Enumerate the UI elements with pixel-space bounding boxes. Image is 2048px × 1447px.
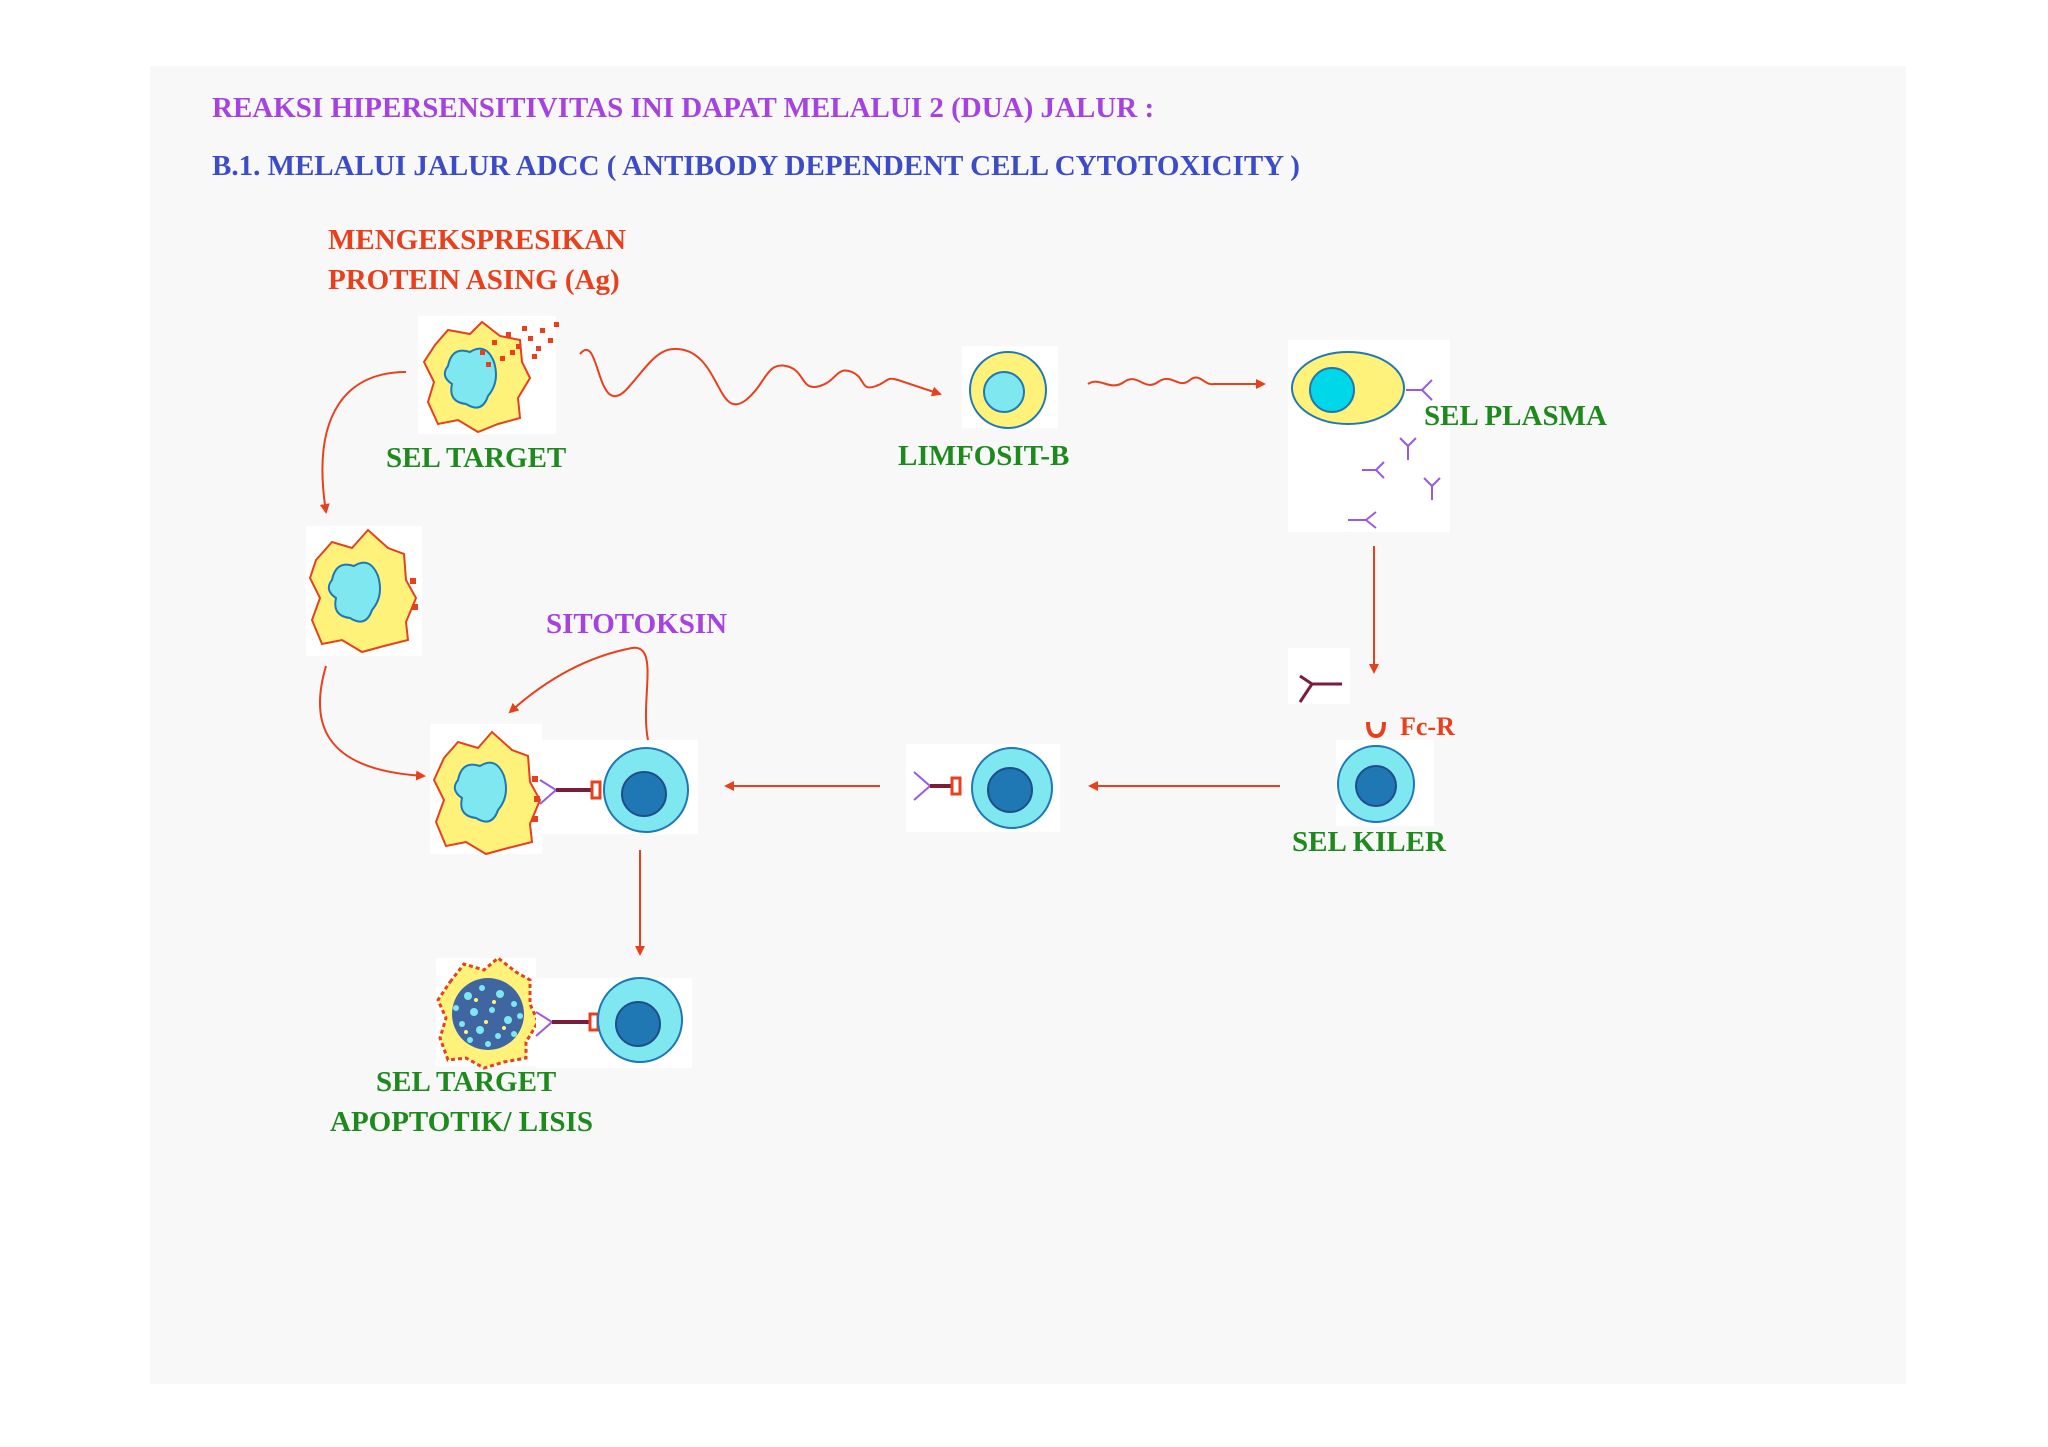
arrow-target-to-complex	[319, 665, 426, 781]
fragmented-nucleus	[452, 978, 524, 1050]
lysed-target-label-line-1: SEL TARGET	[376, 1066, 557, 1098]
plasma-cell-label: SEL PLASMA	[1424, 400, 1607, 432]
header-line-1: REAKSI HIPERSENSITIVITAS INI DAPAT MELAL…	[212, 92, 1155, 124]
killer-cell	[1336, 740, 1434, 826]
b-lymphocyte-cell	[962, 346, 1058, 429]
b-lymphocyte-label: LIMFOSIT-B	[898, 440, 1070, 472]
target-cell-top	[418, 316, 559, 434]
antigen-label-line-2: PROTEIN ASING (Ag)	[328, 264, 620, 296]
fc-receptor-label: Fc-R	[1400, 712, 1455, 741]
antigen-label-line-1: MENGEKSPRESIKAN	[328, 224, 627, 256]
antigen-particles	[480, 322, 559, 367]
lysed-target-complex	[436, 956, 692, 1070]
target-killer-complex	[430, 724, 698, 856]
header-line-2: B.1. MELALUI JALUR ADCC ( ANTIBODY DEPEN…	[212, 150, 1300, 182]
lysed-target-label-line-2: APOPTOTIK/ LISIS	[330, 1106, 593, 1138]
killer-cell-label: SEL KILER	[1292, 826, 1446, 858]
plasma-cell	[1288, 340, 1450, 532]
cytotoxin-label: SITOTOKSIN	[546, 608, 728, 640]
fc-receptor-icon	[1366, 721, 1386, 739]
antibody-near-killer	[1288, 648, 1350, 704]
wavy-arrow-target-to-lymphocyte	[579, 347, 942, 406]
target-cell-label: SEL TARGET	[386, 442, 567, 474]
antibody-icons	[1348, 379, 1441, 529]
target-cell-middle	[306, 526, 422, 656]
wavy-arrow-lymphocyte-to-plasma	[1087, 376, 1266, 389]
cytotoxin-loop-arrow	[508, 646, 649, 741]
arrow-target-down	[319, 371, 407, 514]
armed-killer-cell	[906, 744, 1060, 832]
